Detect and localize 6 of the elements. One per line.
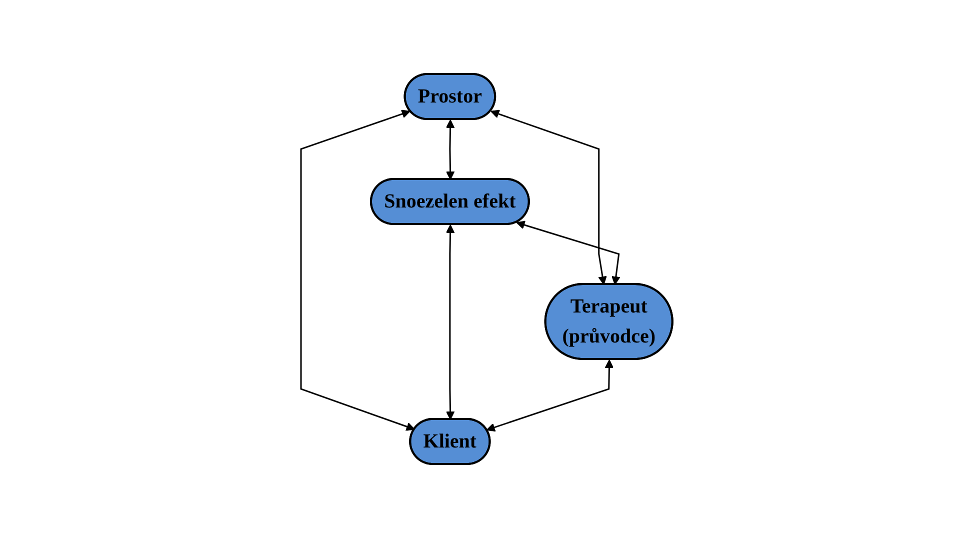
- arrow: [300, 109, 416, 430]
- arrow: [486, 359, 614, 432]
- arrow: [516, 220, 621, 284]
- arrow: [446, 119, 455, 180]
- arrow: [446, 224, 455, 420]
- arrow: [490, 109, 608, 284]
